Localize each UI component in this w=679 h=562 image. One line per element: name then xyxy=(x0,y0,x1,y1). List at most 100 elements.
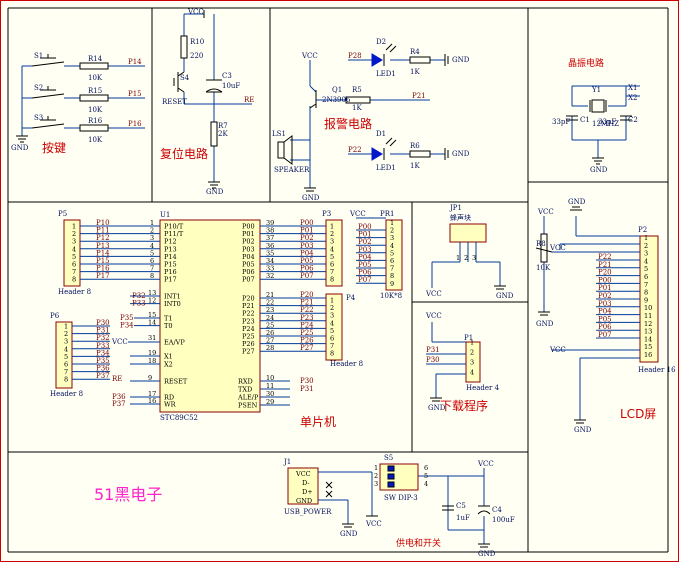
p2-pin-number: 7 xyxy=(644,281,648,289)
p3-pin-number: 1 xyxy=(330,223,334,231)
mcu-int-pin-label: INT0 xyxy=(164,300,181,308)
resistor-network-name: PR1 xyxy=(380,210,394,218)
mcu-u1: U1 xyxy=(160,211,170,219)
p3-pin-number: 4 xyxy=(330,245,334,253)
mcu-wr-pin-number: 16 xyxy=(148,397,156,405)
mcu-wr-pin-label: WR xyxy=(164,401,177,409)
net-p31-download: P31 xyxy=(426,346,440,354)
mcu-p0-pin-label: P06 xyxy=(242,268,255,276)
p2-net: P22 xyxy=(598,253,612,261)
p2-net: P20 xyxy=(598,269,612,277)
mcu-timer-pin-number: 14 xyxy=(148,319,156,327)
dip-switch-type: SW DIP-3 xyxy=(384,494,418,502)
mcu-left-net: P13 xyxy=(96,242,110,250)
mcu-timer-net: P35 xyxy=(120,314,134,322)
power-vcc-cap: VCC xyxy=(477,460,494,468)
mcu-x2-pin-number: 18 xyxy=(148,357,156,365)
mcu-rd-pin-number: 17 xyxy=(148,390,156,398)
dip-switch-s5 xyxy=(379,463,419,491)
p6-pin-number: 4 xyxy=(64,345,68,353)
net-p21-alarm: P21 xyxy=(412,92,426,100)
power-section: J1 USB_POWER VCC D- D+ GND S5 SW DIP-3 1 xyxy=(283,454,515,558)
crystal-section: 晶振电路 Y1 12MHZ X1 X2 C1 C2 33pF 33pF GND xyxy=(552,57,640,174)
alarm-section-title: 报警电路 xyxy=(324,116,372,131)
pr1-net: P04 xyxy=(358,253,372,261)
mcu-left-pin-label: P11/T xyxy=(164,230,184,238)
resistor-r4-value: 1K xyxy=(410,68,420,76)
lcd-section-title: LCD屏 xyxy=(620,407,656,421)
p2-net: P04 xyxy=(598,308,612,316)
mcu-p0-net: P06 xyxy=(300,265,314,273)
mcu-p0-pin-label: P04 xyxy=(242,253,255,261)
mcu-left-pin-label: P16 xyxy=(164,268,177,276)
usb-pin-dplus: D+ xyxy=(302,488,313,496)
mcu-p0-pin-number: 34 xyxy=(266,257,274,265)
pr1-net: P07 xyxy=(358,276,372,284)
p2-pin-number: 1 xyxy=(644,234,648,242)
mcu-left-pin-label: P17 xyxy=(164,276,177,284)
mcu-reset-pin-number: 9 xyxy=(148,374,152,382)
led1-gnd: GND xyxy=(452,150,470,158)
potentiometer-r8: R8 xyxy=(536,240,546,248)
mcu-p0-pin-label: P03 xyxy=(242,245,255,253)
reset-gnd: GND xyxy=(206,188,224,196)
jumper-jp1-label: 蜂声块 xyxy=(450,213,471,222)
led2-gnd: GND xyxy=(452,56,470,64)
mcu-p2-pin-label: P26 xyxy=(242,340,255,348)
p5-pin-number: 6 xyxy=(72,261,76,269)
mcu-int-pin-number: 12 xyxy=(148,297,156,305)
jumper-gnd: GND xyxy=(496,292,514,300)
mcu-left-net: P10 xyxy=(96,219,110,227)
mcu-reset-pin-label: RESET xyxy=(164,378,188,386)
download-gnd: GND xyxy=(428,404,446,412)
usb-pin-vcc: VCC xyxy=(295,470,311,478)
p5-pin-number: 5 xyxy=(72,253,76,261)
mcu-rxd-pin-label: RXD xyxy=(238,378,253,386)
transistor-q1: Q1 xyxy=(332,86,342,94)
alarm-gnd: GND xyxy=(302,194,320,202)
mcu-timer-pin-label: T1 xyxy=(164,315,172,323)
section-dividers xyxy=(7,7,669,553)
mcu-left-pin-label: P14 xyxy=(164,253,177,261)
p6-net: P36 xyxy=(96,365,110,373)
mcu-p0-net: P07 xyxy=(300,272,314,280)
crystal-y1: Y1 xyxy=(591,86,601,94)
mcu-left-pin-number: 2 xyxy=(150,227,154,235)
mcu-p2-net: P23 xyxy=(300,314,314,322)
p6-pin-number: 5 xyxy=(64,353,68,361)
p5-pin-number: 1 xyxy=(72,223,76,231)
p5-pin-number: 3 xyxy=(72,238,76,246)
mcu-p0-pin-number: 35 xyxy=(266,249,274,257)
p6-net: P31 xyxy=(96,327,110,335)
mcu-p2-net: P24 xyxy=(300,321,314,329)
mcu-left-net: P14 xyxy=(96,249,110,257)
pr1-pin-number: 8 xyxy=(390,272,394,280)
mcu-p0-net: P03 xyxy=(300,242,314,250)
resistor-r10: R10 xyxy=(190,38,204,46)
mcu-int-pin-label: INT1 xyxy=(164,293,181,301)
mcu-left-pin-number: 4 xyxy=(150,242,154,250)
mcu-ale-pin-number: 30 xyxy=(266,390,274,398)
pr1-pin-number: 4 xyxy=(390,242,394,250)
pr1-pin-number: 6 xyxy=(390,257,394,265)
p4-pin-number: 6 xyxy=(330,335,334,343)
resistor-r14-value: 10K xyxy=(88,74,103,82)
mcu-p2-pin-number: 23 xyxy=(266,306,274,314)
p5-pin-number: 8 xyxy=(72,276,76,284)
mcu-timer-pin-label: T0 xyxy=(164,322,172,330)
p6-net: P35 xyxy=(96,357,110,365)
p2-net: P03 xyxy=(598,300,612,308)
lcd-vcc-top: VCC xyxy=(537,208,554,216)
capacitor-c2-value: 33pF xyxy=(598,118,616,126)
mcu-x2-pin-label: X2 xyxy=(164,361,173,369)
mcu-p0-pin-label: P07 xyxy=(242,276,255,284)
header-p6-name: P6 xyxy=(50,312,60,320)
switch-s4: S4 xyxy=(180,74,190,82)
mcu-rxd-pin-number: 10 xyxy=(266,374,274,382)
crystal-section-title: 晶振电路 xyxy=(568,57,604,69)
pr1-net: P01 xyxy=(358,231,372,239)
power-section-title: 供电和开关 xyxy=(396,537,441,549)
resistor-r6-value: 1K xyxy=(410,162,420,170)
mcu-ea-pin-label: EA/VP xyxy=(164,339,185,347)
mcu-p2-pin-label: P20 xyxy=(242,295,255,303)
